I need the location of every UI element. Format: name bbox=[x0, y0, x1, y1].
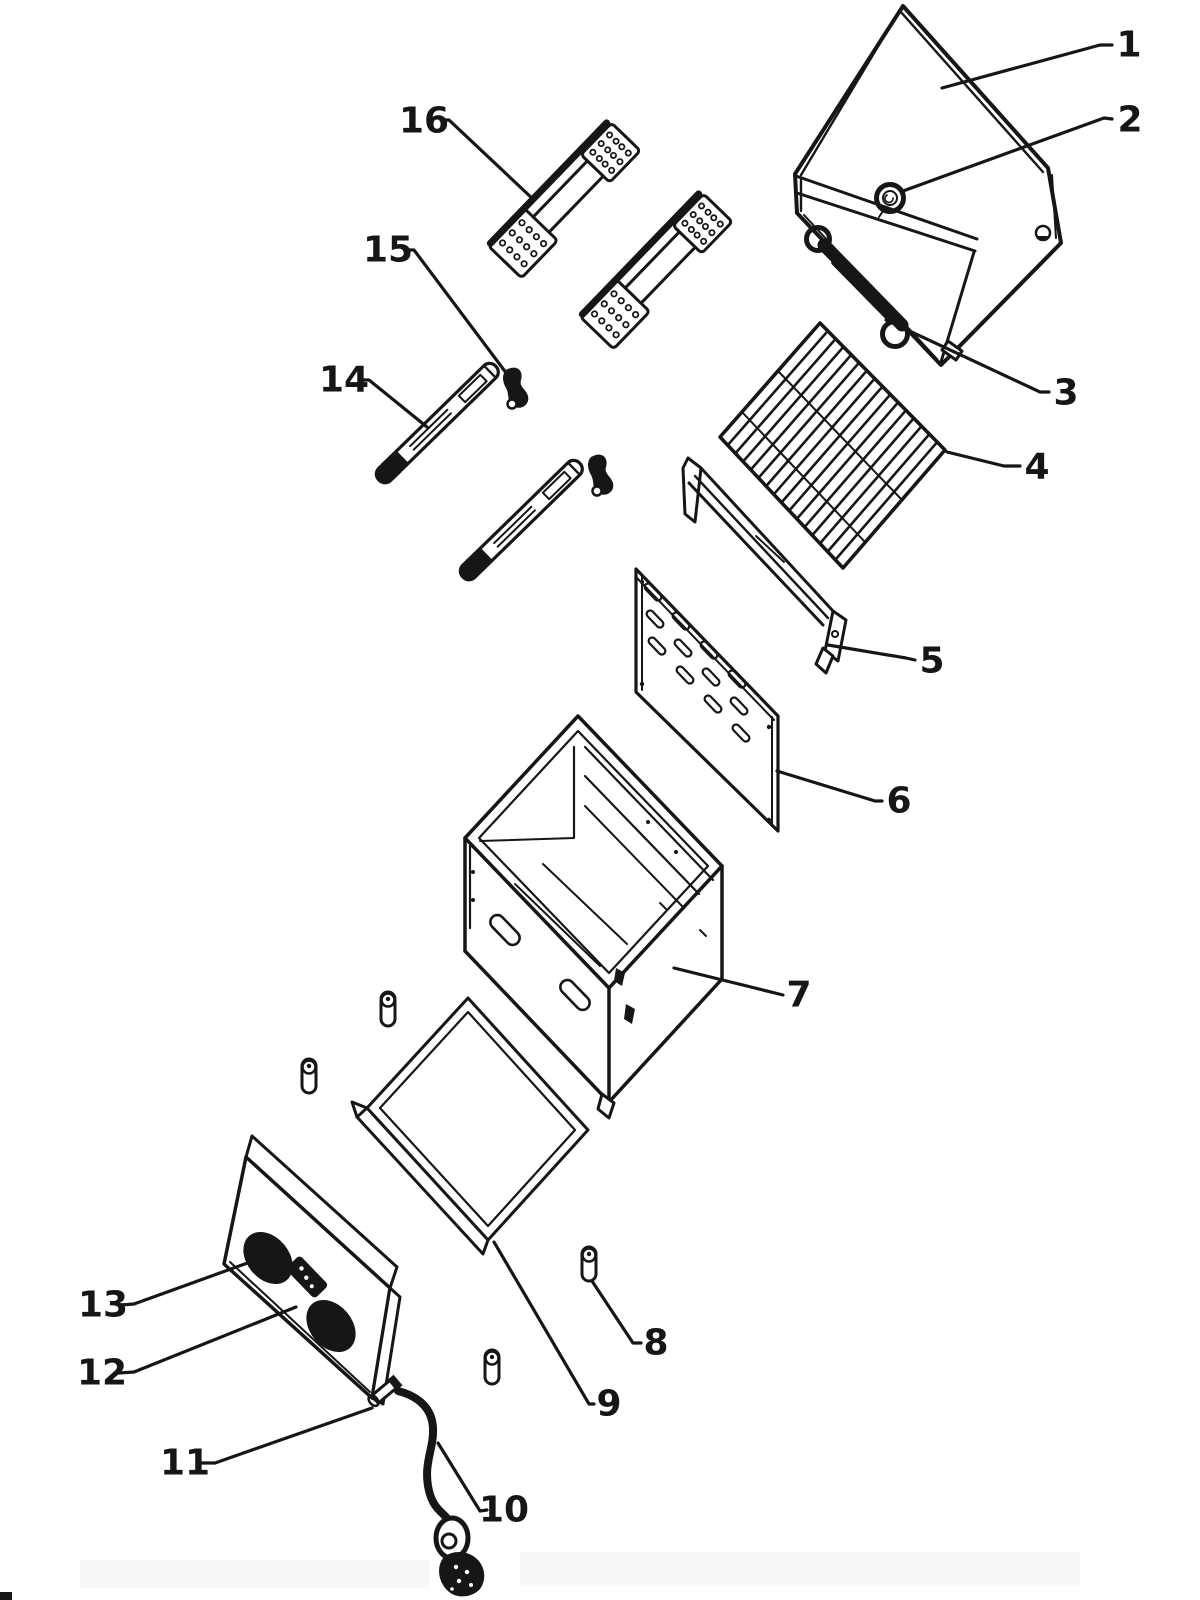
part-burners bbox=[371, 358, 615, 586]
leader-line-7 bbox=[672, 966, 785, 997]
leader-line-2 bbox=[901, 116, 1114, 193]
part-drip-tray bbox=[350, 996, 590, 1256]
foot-2 bbox=[300, 1057, 318, 1095]
leader-line-6 bbox=[775, 769, 884, 803]
leader-line-5 bbox=[826, 643, 917, 662]
part-label-15-electrode: 15 bbox=[363, 230, 413, 271]
part-label-3-lid-handle: 3 bbox=[1053, 373, 1078, 414]
leader-line-9 bbox=[492, 1240, 596, 1406]
part-label-8-foot: 8 bbox=[643, 1323, 668, 1364]
grate-bar bbox=[780, 385, 884, 504]
part-label-5-support-rail: 5 bbox=[919, 641, 944, 682]
part-label-11-valve-fitting: 11 bbox=[160, 1443, 210, 1484]
scan-noise bbox=[80, 1560, 430, 1588]
part-vent-panel bbox=[634, 567, 780, 833]
part-label-14-burner: 14 bbox=[319, 360, 369, 401]
leader-line-10 bbox=[436, 1441, 489, 1513]
part-support-rail bbox=[681, 456, 848, 675]
leader-line-8 bbox=[590, 1279, 643, 1345]
grate-bar bbox=[757, 361, 861, 480]
flame-tamer-1 bbox=[484, 116, 644, 280]
leader-line-12 bbox=[117, 1305, 298, 1375]
grate-bar bbox=[726, 329, 830, 447]
lid-handle bbox=[804, 225, 910, 349]
part-flame-tamers bbox=[484, 116, 736, 351]
grate-bar bbox=[764, 369, 869, 488]
leader-line-16 bbox=[439, 118, 536, 202]
grate-bar bbox=[834, 440, 939, 562]
flame-tamer-2 bbox=[576, 187, 736, 351]
part-firebox bbox=[463, 714, 724, 1120]
leader-line-14 bbox=[359, 378, 429, 429]
grate-bar bbox=[734, 337, 837, 455]
part-label-16-flame-tamer: 16 bbox=[399, 101, 449, 142]
part-label-10-hose: 10 bbox=[479, 1490, 529, 1531]
part-label-7-firebox: 7 bbox=[786, 975, 811, 1016]
part-label-2-lid-thermometer: 2 bbox=[1117, 100, 1142, 141]
igniter-button bbox=[286, 1256, 328, 1298]
leader-line-4 bbox=[945, 450, 1022, 468]
electrode-2 bbox=[586, 453, 615, 497]
part-control-panel bbox=[222, 1134, 402, 1406]
leader-line-13 bbox=[119, 1259, 255, 1307]
scan-edge-mark bbox=[0, 1592, 12, 1600]
hose-grommet bbox=[433, 1515, 471, 1561]
part-valve-fitting bbox=[367, 1374, 403, 1408]
leader-line-15 bbox=[404, 248, 521, 392]
grate-bar bbox=[810, 416, 916, 537]
part-label-13-control-knob: 13 bbox=[78, 1285, 128, 1326]
hose-connector bbox=[439, 1551, 485, 1597]
part-label-1-lid: 1 bbox=[1116, 25, 1141, 66]
lid-latch-button bbox=[1034, 224, 1052, 242]
grate-bar bbox=[826, 432, 931, 553]
part-label-9-drip-tray: 9 bbox=[596, 1384, 621, 1425]
part-label-6-vent-panel: 6 bbox=[886, 781, 911, 822]
burner-1 bbox=[371, 358, 504, 489]
foot-1 bbox=[379, 990, 397, 1028]
grate-bar bbox=[741, 345, 845, 463]
grate-bar bbox=[787, 393, 892, 512]
grate-bar bbox=[803, 409, 908, 529]
grate-bar bbox=[818, 424, 923, 545]
leader-line-11 bbox=[200, 1406, 374, 1465]
thermometer-icon bbox=[874, 182, 906, 218]
part-cooking-grate bbox=[718, 321, 947, 570]
part-label-12-control-panel: 12 bbox=[77, 1353, 127, 1394]
leader-line-3 bbox=[884, 318, 1051, 394]
grate-bar bbox=[795, 401, 900, 521]
scan-noise bbox=[520, 1552, 1080, 1586]
foot-4 bbox=[483, 1348, 501, 1386]
part-label-4-cooking-grate: 4 bbox=[1024, 447, 1049, 488]
part-lid bbox=[793, 4, 1063, 367]
burner-2 bbox=[455, 455, 588, 586]
leader-line-1 bbox=[940, 43, 1114, 90]
part-hose bbox=[394, 1387, 485, 1597]
foot-3 bbox=[580, 1245, 598, 1283]
grate-bar bbox=[749, 353, 853, 472]
grate-bar bbox=[772, 377, 876, 496]
